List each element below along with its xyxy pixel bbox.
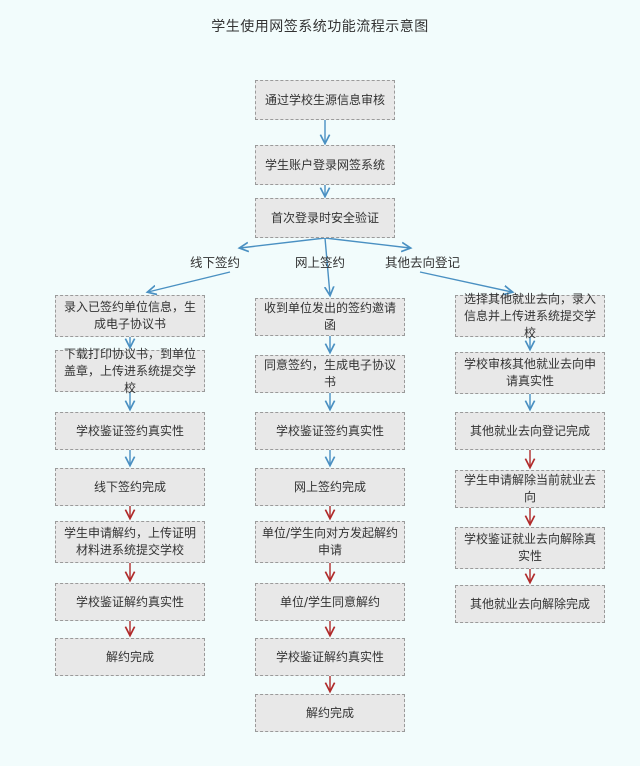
branch-label-b-left: 线下签约 xyxy=(190,255,241,270)
node-offline-signing-1[interactable]: 录入已签约单位信息，生成电子协议书 xyxy=(55,295,205,337)
node-label: 同意签约，生成电子协议书 xyxy=(263,358,396,389)
node-label: 学校鉴证解约真实性 xyxy=(75,594,184,609)
node-label: 学校鉴证解约真实性 xyxy=(275,649,384,664)
node-trunk-1[interactable]: 通过学校生源信息审核 xyxy=(255,80,395,120)
node-online-signing-8[interactable]: 解约完成 xyxy=(255,694,405,732)
node-online-signing-5[interactable]: 单位/学生向对方发起解约申请 xyxy=(255,521,405,563)
node-label: 首次登录时安全验证 xyxy=(270,210,379,225)
node-offline-signing-7[interactable]: 解约完成 xyxy=(55,638,205,676)
node-other-destination-1[interactable]: 选择其他就业去向，录入信息并上传进系统提交学校 xyxy=(455,292,605,340)
edge-branch-offline-signing xyxy=(148,271,231,292)
node-other-destination-6[interactable]: 其他就业去向解除完成 xyxy=(455,585,605,623)
node-label: 单位/学生向对方发起解约申请 xyxy=(261,526,399,557)
node-label: 通过学校生源信息审核 xyxy=(264,92,385,107)
node-online-signing-3[interactable]: 学校鉴证签约真实性 xyxy=(255,412,405,450)
node-label: 选择其他就业去向，录入信息并上传进系统提交学校 xyxy=(463,291,596,340)
node-label: 学校审核其他就业去向申请真实性 xyxy=(463,357,596,388)
node-online-signing-1[interactable]: 收到单位发出的签约邀请函 xyxy=(255,298,405,336)
node-label: 学生申请解除当前就业去向 xyxy=(463,473,596,504)
node-label: 学生申请解约，上传证明材料进系统提交学校 xyxy=(63,526,196,557)
node-offline-signing-3[interactable]: 学校鉴证签约真实性 xyxy=(55,412,205,450)
page-title: 学生使用网签系统功能流程示意图 xyxy=(211,19,429,35)
node-label: 学校鉴证签约真实性 xyxy=(275,423,384,438)
node-other-destination-3[interactable]: 其他就业去向登记完成 xyxy=(455,412,605,450)
node-trunk-3[interactable]: 首次登录时安全验证 xyxy=(255,198,395,238)
edge-branch-other-destination xyxy=(419,271,512,292)
node-online-signing-7[interactable]: 学校鉴证解约真实性 xyxy=(255,638,405,676)
node-label: 录入已签约单位信息，生成电子协议书 xyxy=(63,300,196,331)
node-label: 网上签约完成 xyxy=(293,479,366,494)
node-label: 学校鉴证签约真实性 xyxy=(75,423,184,438)
node-offline-signing-6[interactable]: 学校鉴证解约真实性 xyxy=(55,583,205,621)
node-label: 其他就业去向解除完成 xyxy=(469,596,590,611)
edge-branch-stub-offline-signing xyxy=(240,237,326,248)
node-label: 下载打印协议书，到单位盖章，上传进系统提交学校 xyxy=(63,346,196,395)
node-label: 收到单位发出的签约邀请函 xyxy=(263,301,396,332)
node-other-destination-5[interactable]: 学校鉴证就业去向解除真实性 xyxy=(455,527,605,569)
node-offline-signing-2[interactable]: 下载打印协议书，到单位盖章，上传进系统提交学校 xyxy=(55,347,205,395)
node-label: 学校鉴证就业去向解除真实性 xyxy=(463,532,596,563)
node-label: 线下签约完成 xyxy=(93,479,166,494)
branch-label-b-right: 其他去向登记 xyxy=(385,255,461,270)
node-label: 解约完成 xyxy=(105,649,154,664)
node-trunk-2[interactable]: 学生账户登录网签系统 xyxy=(255,145,395,185)
node-online-signing-4[interactable]: 网上签约完成 xyxy=(255,468,405,506)
node-label: 单位/学生同意解约 xyxy=(279,594,381,609)
node-offline-signing-4[interactable]: 线下签约完成 xyxy=(55,468,205,506)
node-label: 其他就业去向登记完成 xyxy=(469,423,590,438)
node-other-destination-4[interactable]: 学生申请解除当前就业去向 xyxy=(455,470,605,508)
branch-label-b-middle: 网上签约 xyxy=(295,255,346,270)
node-label: 解约完成 xyxy=(305,705,354,720)
edge-branch-stub-other-destination xyxy=(324,237,410,248)
node-other-destination-2[interactable]: 学校审核其他就业去向申请真实性 xyxy=(455,352,605,394)
node-offline-signing-5[interactable]: 学生申请解约，上传证明材料进系统提交学校 xyxy=(55,521,205,563)
node-label: 学生账户登录网签系统 xyxy=(264,157,385,172)
node-online-signing-2[interactable]: 同意签约，生成电子协议书 xyxy=(255,355,405,393)
node-online-signing-6[interactable]: 单位/学生同意解约 xyxy=(255,583,405,621)
